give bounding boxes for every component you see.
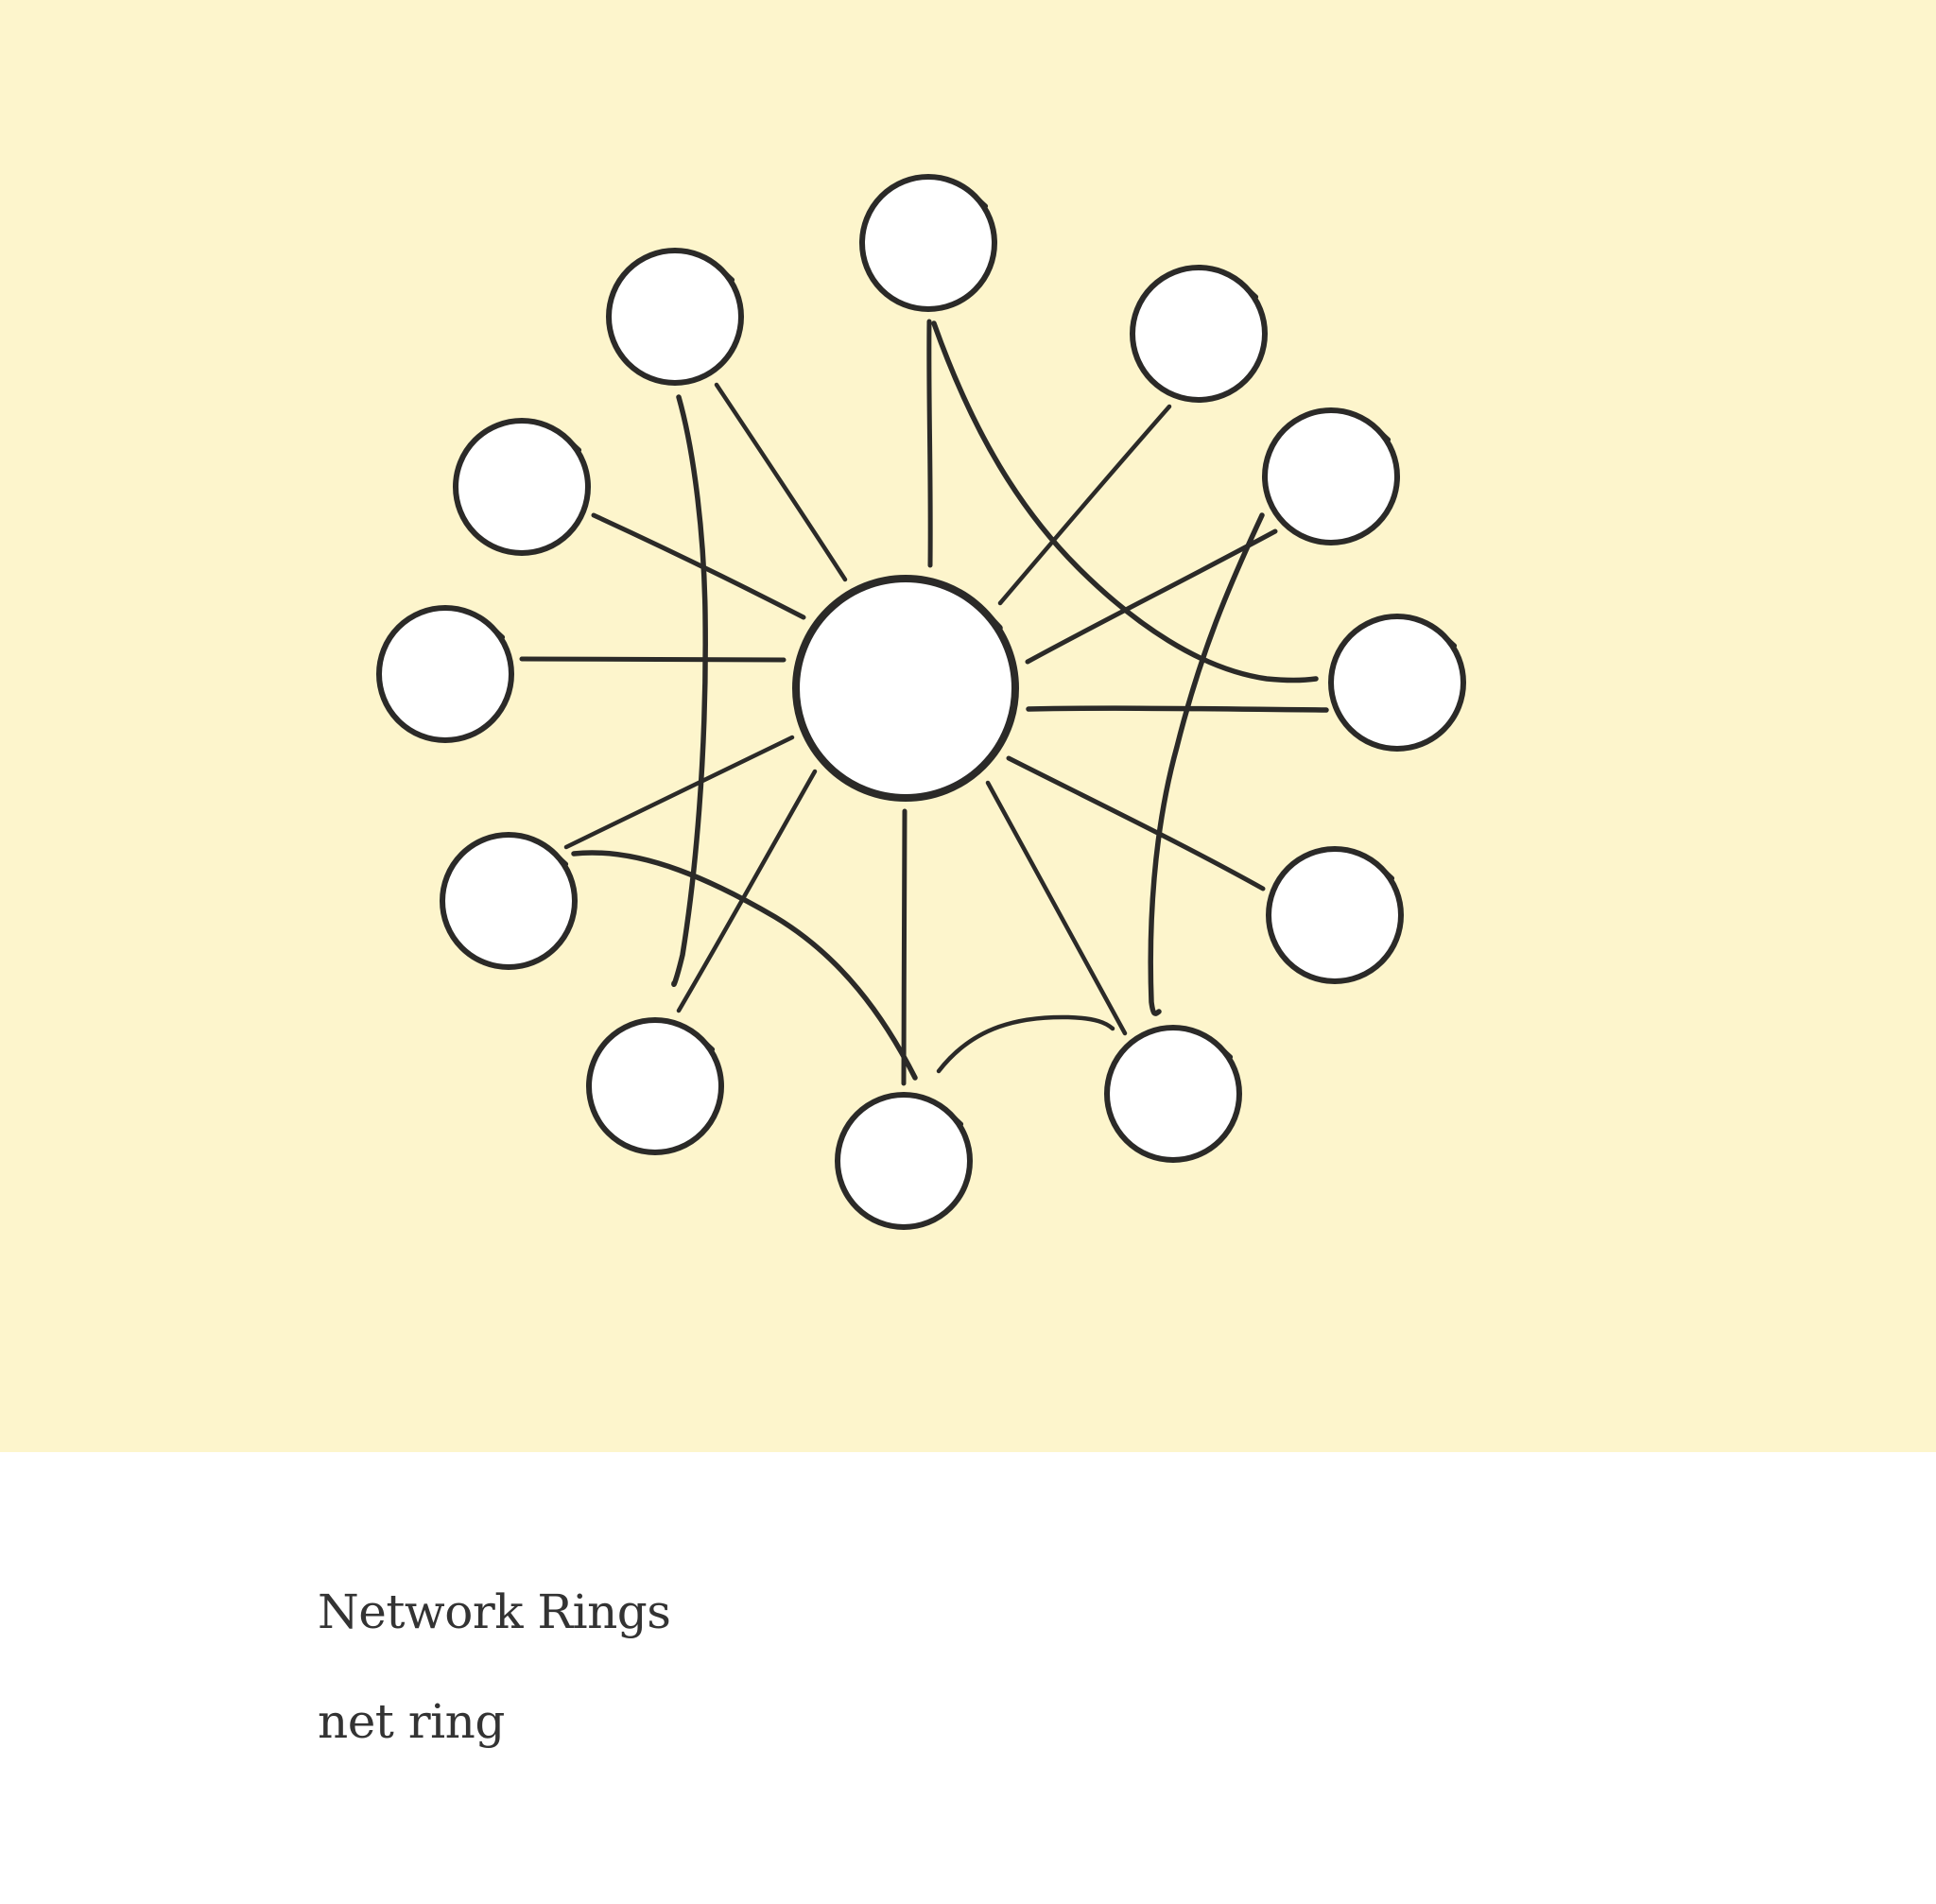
- node-left-lower: [440, 832, 578, 970]
- nodes: [376, 174, 1466, 1230]
- node-upper-right: [1130, 265, 1268, 403]
- node-upper-left: [606, 248, 744, 386]
- edges: [519, 319, 1329, 1086]
- node-right: [1328, 614, 1466, 752]
- edge-hub-left: [519, 656, 786, 663]
- edge-hub-right-upper: [1025, 528, 1278, 665]
- edge-hub-right-lower: [1006, 755, 1266, 891]
- node-left-upper-stroke-overlap: [567, 439, 582, 453]
- node-top-stroke-overlap: [974, 195, 989, 209]
- node-upper-right-stroke-overlap: [1244, 286, 1259, 300]
- node-left-lower-stroke-overlap: [554, 853, 569, 867]
- node-bottom-right: [1104, 1025, 1242, 1163]
- node-right-upper-stroke-overlap: [1376, 428, 1392, 442]
- node-bottom: [835, 1092, 973, 1230]
- node-right-stroke-overlap: [1443, 634, 1458, 649]
- edge-hub-upper-right: [997, 404, 1172, 606]
- edge-hub-top: [926, 319, 933, 568]
- node-right-lower: [1266, 846, 1404, 984]
- node-right-upper: [1262, 407, 1400, 545]
- edge-bottom-to-bottom-right: [936, 1014, 1115, 1074]
- diagram-title: Network Rings: [318, 1584, 671, 1639]
- node-bottom-right-stroke-overlap: [1219, 1046, 1234, 1060]
- edge-hub-left-lower: [563, 735, 795, 850]
- diagram-subtitle: net ring: [318, 1694, 505, 1749]
- node-bottom-left-stroke-overlap: [700, 1038, 716, 1052]
- node-left: [376, 605, 514, 743]
- node-right-lower-stroke-overlap: [1380, 867, 1395, 881]
- caption: Network Rings net ring: [318, 1588, 1641, 1745]
- edge-upper-left-to-bottom-left: [671, 394, 708, 987]
- node-bottom-stroke-overlap: [949, 1113, 964, 1127]
- node-upper-left-stroke-overlap: [720, 268, 735, 283]
- network-illustration: [0, 0, 1936, 1452]
- network-diagram: [0, 0, 1936, 1452]
- hub-node-stroke-overlap: [982, 610, 1003, 632]
- node-top: [859, 174, 997, 312]
- edge-left-lower-to-bottom: [571, 850, 918, 1081]
- node-left-stroke-overlap: [491, 626, 506, 640]
- edge-top-to-right: [931, 320, 1319, 684]
- edge-hub-bottom-left: [676, 769, 818, 1013]
- edge-hub-left-upper: [591, 512, 806, 620]
- hub-node: [792, 575, 1019, 802]
- edge-hub-bottom: [901, 808, 908, 1086]
- edge-right-upper-to-bottom-right: [1148, 512, 1265, 1016]
- edge-hub-upper-left: [714, 382, 848, 582]
- node-left-upper: [453, 418, 591, 556]
- edge-hub-bottom-right: [985, 780, 1128, 1036]
- edge-hub-right: [1026, 705, 1329, 713]
- node-bottom-left: [586, 1017, 724, 1155]
